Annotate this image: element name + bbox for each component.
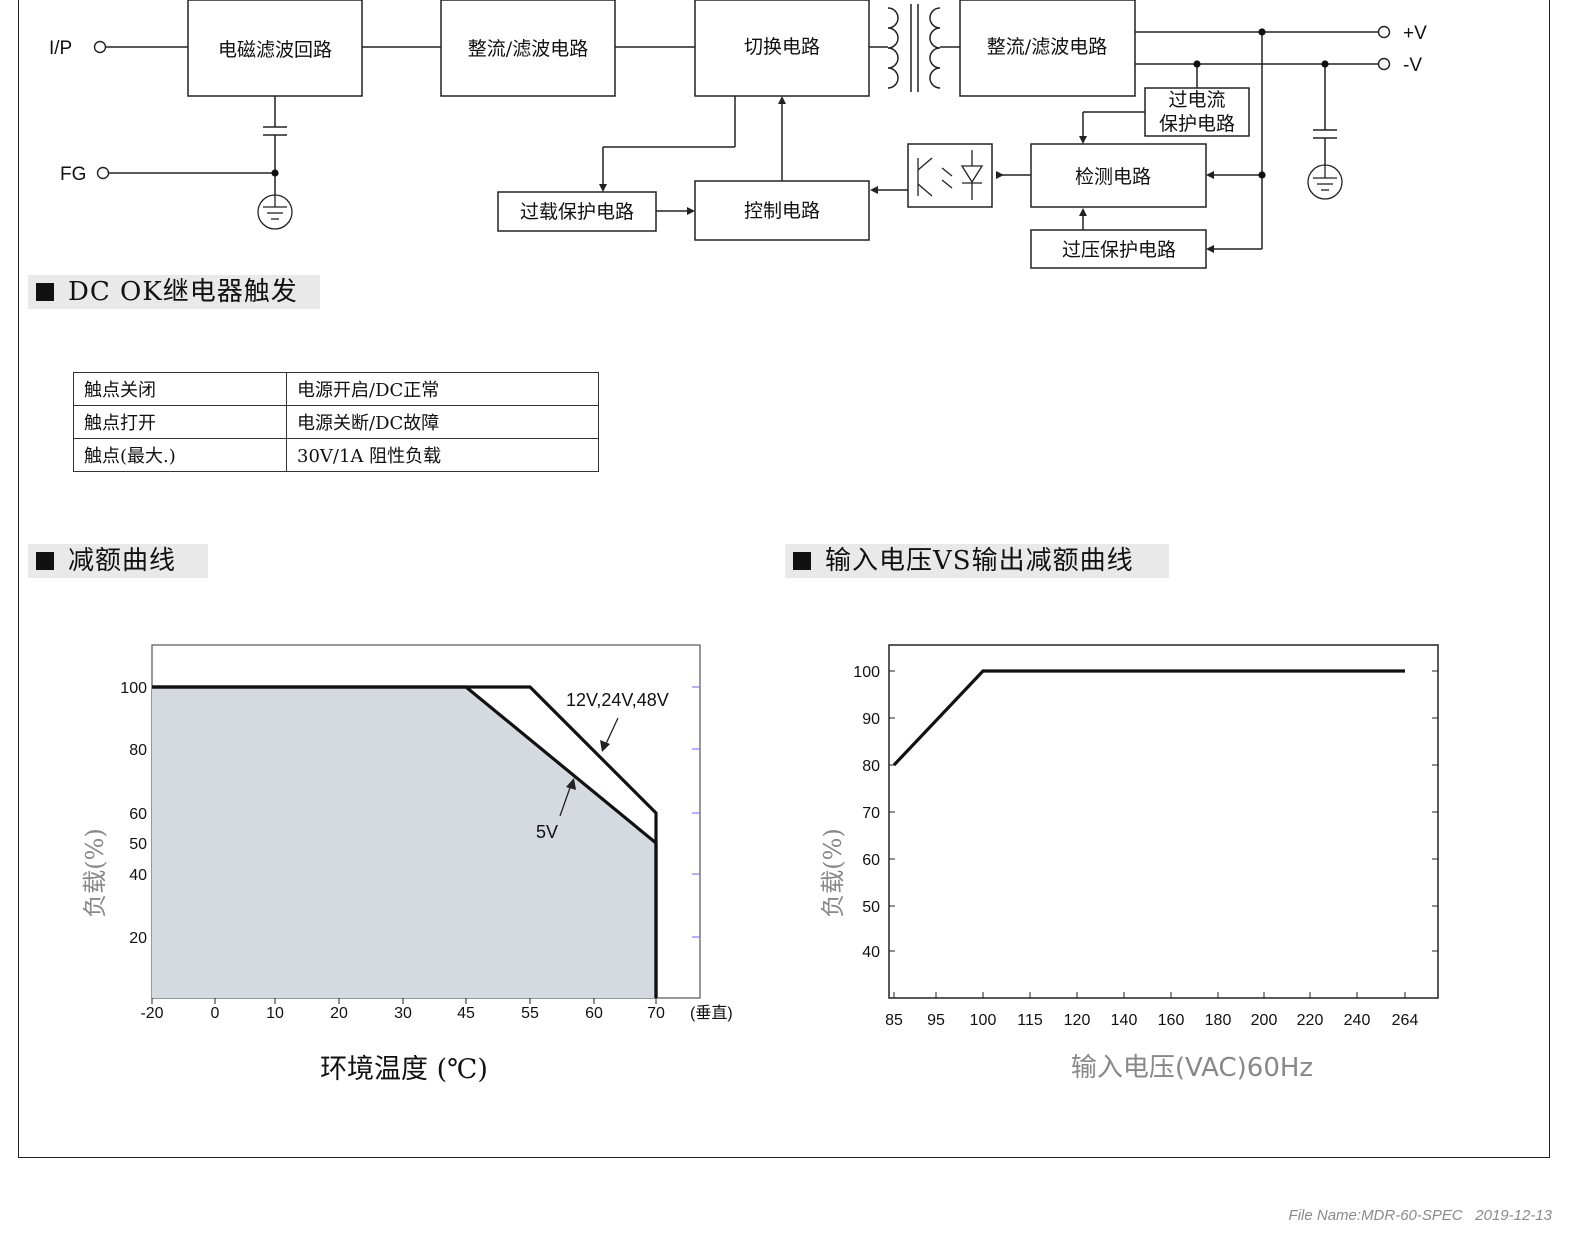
control-label: 控制电路 xyxy=(744,200,820,222)
ocp-label-line2: 保护电路 xyxy=(1159,113,1235,135)
input-derating-section-title: 输入电压VS输出减额曲线 xyxy=(825,546,1134,576)
derating-section-header: 减额曲线 xyxy=(28,544,208,578)
switching-block xyxy=(694,0,870,97)
section-bullet-icon xyxy=(793,552,811,570)
block-diagram: I/P FG +V -V 电磁滤波回路 整流/滤波电路 切换电路 整流/滤波电路… xyxy=(49,0,1427,269)
detection-block xyxy=(1030,143,1207,208)
footer: File Name:MDR-60-SPEC 2019-12-13 xyxy=(1289,1207,1552,1224)
dc-ok-table: 触点关闭 电源开启/DC正常 触点打开 电源关断/DC故障 触点(最大.) 30… xyxy=(73,372,599,472)
table-cell-state: 电源开启/DC正常 xyxy=(286,372,599,406)
table-row: 触点(最大.) 30V/1A 阻性负载 xyxy=(73,438,599,472)
input-derating-section-header: 输入电压VS输出减额曲线 xyxy=(785,544,1169,578)
footer-file-name: File Name:MDR-60-SPEC xyxy=(1288,1207,1463,1224)
control-block xyxy=(694,180,870,241)
ground-icon xyxy=(1307,164,1343,200)
ovp-label: 过压保护电路 xyxy=(1062,239,1176,261)
ground-icon xyxy=(257,194,293,230)
footer-date: 2019-12-13 xyxy=(1475,1207,1552,1224)
fg-terminal-icon xyxy=(96,166,110,180)
detection-label: 检测电路 xyxy=(1075,166,1151,188)
rectifier-filter-primary-label: 整流/滤波电路 xyxy=(468,38,588,60)
table-cell-state: 30V/1A 阻性负载 xyxy=(286,438,599,472)
fg-port-label: FG xyxy=(60,164,86,185)
table-row: 触点打开 电源关断/DC故障 xyxy=(73,405,599,439)
ocp-block xyxy=(1144,87,1250,137)
transformer-icon xyxy=(887,4,941,92)
derating-section-title: 减额曲线 xyxy=(68,546,177,576)
plus-v-port-label: +V xyxy=(1403,23,1427,44)
dc-ok-section-title: DC OK继电器触发 xyxy=(68,277,298,307)
table-cell-state: 电源关断/DC故障 xyxy=(286,405,599,439)
minus-v-terminal-icon xyxy=(1377,57,1391,71)
input-terminal-icon xyxy=(93,40,107,54)
optocoupler-icon xyxy=(917,150,984,200)
emi-filter-block xyxy=(187,0,363,97)
olp-label: 过载保护电路 xyxy=(520,201,634,223)
input-port-label: I/P xyxy=(49,38,72,59)
rectifier-filter-secondary-block xyxy=(959,0,1136,97)
rectifier-filter-secondary-label: 整流/滤波电路 xyxy=(987,36,1107,58)
switching-label: 切换电路 xyxy=(744,36,820,58)
section-bullet-icon xyxy=(36,283,54,301)
ovp-block xyxy=(1030,229,1207,269)
section-bullet-icon xyxy=(36,552,54,570)
table-row: 触点关闭 电源开启/DC正常 xyxy=(73,372,599,406)
olp-block xyxy=(497,191,657,232)
table-cell-condition: 触点关闭 xyxy=(73,372,287,406)
minus-v-port-label: -V xyxy=(1403,55,1422,76)
emi-filter-label: 电磁滤波回路 xyxy=(218,39,332,61)
table-cell-condition: 触点(最大.) xyxy=(73,438,287,472)
table-cell-condition: 触点打开 xyxy=(73,405,287,439)
ocp-label-line1: 过电流 xyxy=(1168,89,1225,111)
rectifier-filter-primary-block xyxy=(440,0,616,97)
dc-ok-section-header: DC OK继电器触发 xyxy=(28,275,320,309)
plus-v-terminal-icon xyxy=(1377,25,1391,39)
optocoupler-block xyxy=(907,143,993,208)
page-frame xyxy=(18,0,1550,1158)
